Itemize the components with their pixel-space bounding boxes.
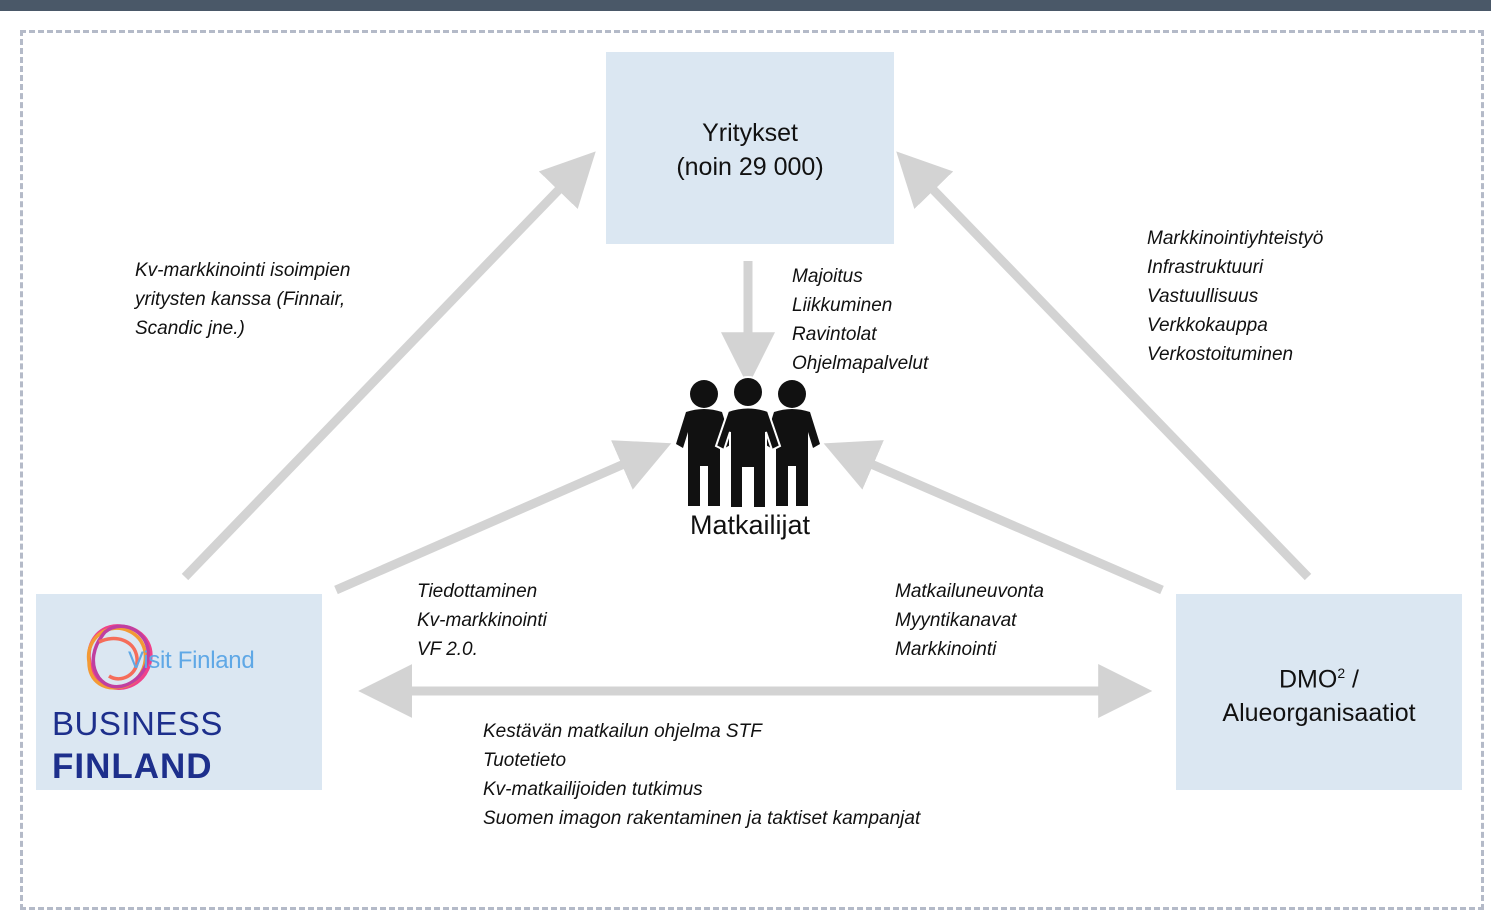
list-item: Liikkuminen bbox=[792, 295, 893, 316]
list-item: Scandic jne.) bbox=[135, 318, 245, 339]
arrow-dmo-to-travelers bbox=[823, 440, 1164, 595]
top-bar bbox=[0, 0, 1491, 11]
travelers-label: Matkailijat bbox=[689, 510, 811, 540]
business-wordmark: BUSINESS bbox=[52, 705, 223, 742]
list-item: Majoitus bbox=[792, 266, 863, 287]
arrow-bf-to-companies bbox=[181, 151, 596, 581]
dmo-to-companies-text: Markkinointiyhteistyö Infrastruktuuri Va… bbox=[1147, 224, 1323, 369]
list-item: yritysten kanssa (Finnair, bbox=[135, 289, 346, 310]
list-item: Markkinointi bbox=[895, 639, 997, 660]
list-item: Verkostoituminen bbox=[1147, 344, 1294, 365]
list-item: Myyntikanavat bbox=[895, 610, 1017, 631]
bf-to-travelers-text: Tiedottaminen Kv-markkinointi VF 2.0. bbox=[417, 577, 547, 664]
list-item: Vastuullisuus bbox=[1147, 286, 1259, 307]
list-item: Matkailuneuvonta bbox=[895, 581, 1044, 602]
companies-box: Yritykset (noin 29 000) bbox=[606, 52, 894, 244]
people-group-icon bbox=[676, 376, 820, 509]
list-item: Kv-matkailijoiden tutkimus bbox=[483, 779, 703, 800]
list-item: Ravintolat bbox=[792, 324, 877, 345]
arrow-bf-to-travelers bbox=[334, 440, 672, 595]
business-finland-box bbox=[36, 594, 322, 790]
visit-finland-wordmark: Visit Finland bbox=[128, 647, 255, 674]
dmo-to-travelers-text: Matkailuneuvonta Myyntikanavat Markkinoi… bbox=[895, 577, 1044, 664]
list-item: Markkinointiyhteistyö bbox=[1147, 228, 1324, 249]
list-item: Kv-markkinointi bbox=[417, 610, 547, 631]
companies-to-travelers-text: Majoitus Liikkuminen Ravintolat Ohjelmap… bbox=[792, 262, 928, 378]
companies-title: Yritykset bbox=[702, 119, 798, 147]
companies-count: (noin 29 000) bbox=[676, 153, 824, 181]
finland-wordmark: FINLAND bbox=[52, 747, 213, 786]
bf-dmo-text: Kestävän matkailun ohjelma STF Tuotetiet… bbox=[483, 717, 920, 833]
list-item: Infrastruktuuri bbox=[1147, 257, 1264, 278]
list-item: Ohjelmapalvelut bbox=[792, 353, 929, 374]
list-item: Verkkokauppa bbox=[1147, 315, 1268, 336]
list-item: Kestävän matkailun ohjelma STF bbox=[483, 721, 762, 742]
dmo-title: DMO2 / bbox=[1278, 665, 1360, 694]
list-item: Tuotetieto bbox=[483, 750, 567, 771]
dmo-box: DMO2 / Alueorganisaatiot bbox=[1176, 594, 1462, 790]
arrow-dmo-to-companies bbox=[896, 151, 1312, 581]
list-item: Suomen imagon rakentaminen ja taktiset k… bbox=[483, 808, 921, 829]
dmo-subtitle: Alueorganisaatiot bbox=[1222, 699, 1416, 728]
visit-finland-knot-icon bbox=[86, 624, 153, 690]
list-item: Tiedottaminen bbox=[417, 581, 538, 602]
companies-label: Yritykset (noin 29 000) bbox=[606, 116, 894, 184]
list-item: Kv-markkinointi isoimpien bbox=[135, 260, 351, 281]
list-item: VF 2.0. bbox=[417, 639, 478, 660]
bf-to-companies-text: Kv-markkinointi isoimpien yritysten kans… bbox=[135, 256, 350, 343]
dmo-label: DMO2 / Alueorganisaatiot bbox=[1176, 656, 1462, 730]
arrows-layer bbox=[181, 151, 1312, 718]
